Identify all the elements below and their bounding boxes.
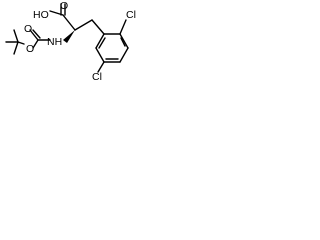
ring-bond-6 xyxy=(95,33,105,49)
bond-carbonyl-double-1 xyxy=(29,29,39,41)
ring-bond-2 xyxy=(119,33,129,49)
bond-methylene-to-ring xyxy=(91,19,105,35)
bond-tert-butyl-methyl-2 xyxy=(13,29,19,43)
bond-carbonyl-to-ester-oxygen xyxy=(32,39,39,49)
bond-alpha-to-amine-wedge xyxy=(63,30,75,43)
chlorine-top-label: Cl xyxy=(126,9,136,21)
bond-alpha-to-methylene xyxy=(74,19,93,31)
bond-carbonyl-double-2 xyxy=(32,29,41,39)
bond-alpha-to-acid-carbon xyxy=(62,14,76,31)
chemical-structure-diagram: HO O NH O O Cl Cl xyxy=(5,0,136,83)
ring-bond-5 xyxy=(95,47,105,63)
bond-ester-oxygen-to-tert-carbon xyxy=(17,41,25,45)
bond-ring-to-chlorine-top xyxy=(119,19,127,35)
amine-label: NH xyxy=(47,36,62,48)
ring-inner-double-1 xyxy=(120,37,126,47)
carbamate-ester-oxygen-label: O xyxy=(26,43,34,55)
chlorine-bottom-label: Cl xyxy=(92,71,102,83)
carbamate-double-oxygen-label: O xyxy=(24,23,32,35)
bond-tert-butyl-methyl-3 xyxy=(13,41,19,55)
hydroxyl-label: HO xyxy=(33,9,49,21)
bond-ring-to-chlorine-bottom xyxy=(97,61,105,73)
ring-inner-double-3 xyxy=(98,37,106,49)
ring-bond-3 xyxy=(119,47,129,63)
carbonyl-oxygen-label: O xyxy=(60,0,68,12)
